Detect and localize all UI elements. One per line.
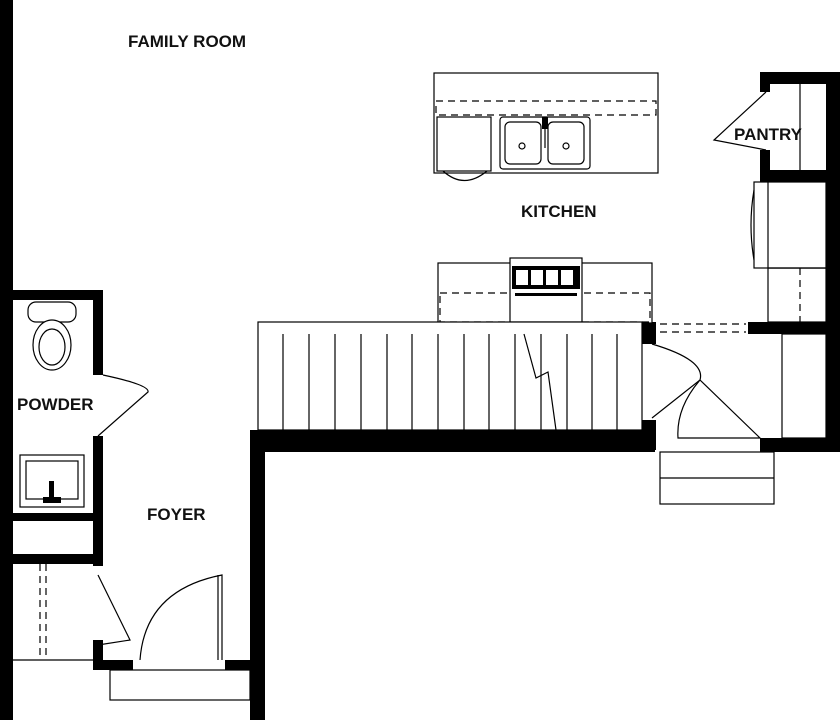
powder-right-wall-upper <box>93 290 103 375</box>
closet-door-swing <box>97 574 131 646</box>
island-overhang <box>435 100 657 116</box>
closet-top-wall <box>13 513 103 521</box>
pantry-area <box>660 84 827 333</box>
kitchen-island <box>433 72 659 182</box>
stair-break-line <box>523 333 557 431</box>
powder-top-wall <box>13 290 103 300</box>
pantry-bottom-wall <box>760 170 840 182</box>
stair-treads <box>282 334 618 430</box>
garage-left-wall <box>250 440 265 720</box>
entry-wall-left <box>93 660 133 670</box>
powder-label: POWDER <box>17 395 94 414</box>
pantry-top-wall <box>760 72 840 84</box>
right-storage-cabinet <box>781 333 827 439</box>
kitchen-label: KITCHEN <box>521 202 597 221</box>
powder-right-wall-lower <box>93 436 103 566</box>
staircase <box>257 321 643 431</box>
closet-mid-wall <box>13 554 103 564</box>
stair-door-jamb-top <box>642 322 656 344</box>
front-stoop <box>109 669 251 701</box>
stair-top-wall-right <box>748 322 840 334</box>
refrigerator <box>750 181 827 269</box>
stair-run <box>257 321 643 431</box>
front-entry <box>109 574 251 701</box>
stair-door-jamb-bottom <box>642 420 656 450</box>
left-exterior-wall <box>0 0 13 720</box>
family-room-label: FAMILY ROOM <box>128 32 246 51</box>
powder-door-swing <box>97 374 149 437</box>
range-stove <box>509 257 583 323</box>
garage-entry-door <box>677 379 762 439</box>
right-exterior-wall <box>826 72 840 452</box>
powder-room <box>19 301 149 508</box>
garage-door-area <box>651 333 827 505</box>
pantry-door-swing <box>712 91 767 151</box>
stair-door-swing <box>651 343 702 419</box>
dishwasher-swing <box>442 170 488 182</box>
room-labels: FAMILY ROOM KITCHEN PANTRY POWDER FOYER <box>17 32 803 524</box>
front-door-swing <box>139 574 223 661</box>
foyer-label: FOYER <box>147 505 206 524</box>
pantry-left-wall-upper <box>760 72 770 92</box>
vanity-sink <box>19 454 85 508</box>
entry-wall-right <box>225 660 265 670</box>
pantry-label: PANTRY <box>734 125 803 144</box>
range-counter <box>437 257 653 324</box>
dishwasher <box>436 116 492 172</box>
pantry-left-wall-lower <box>760 150 770 180</box>
toilet <box>27 301 77 371</box>
double-sink <box>499 116 591 170</box>
cabinet-below-fridge <box>767 267 827 323</box>
stair-bottom-wall <box>250 430 655 452</box>
garage-top-wall-right <box>760 438 840 452</box>
closet-right-wall-stub <box>93 640 103 670</box>
foyer-closet <box>13 564 131 661</box>
